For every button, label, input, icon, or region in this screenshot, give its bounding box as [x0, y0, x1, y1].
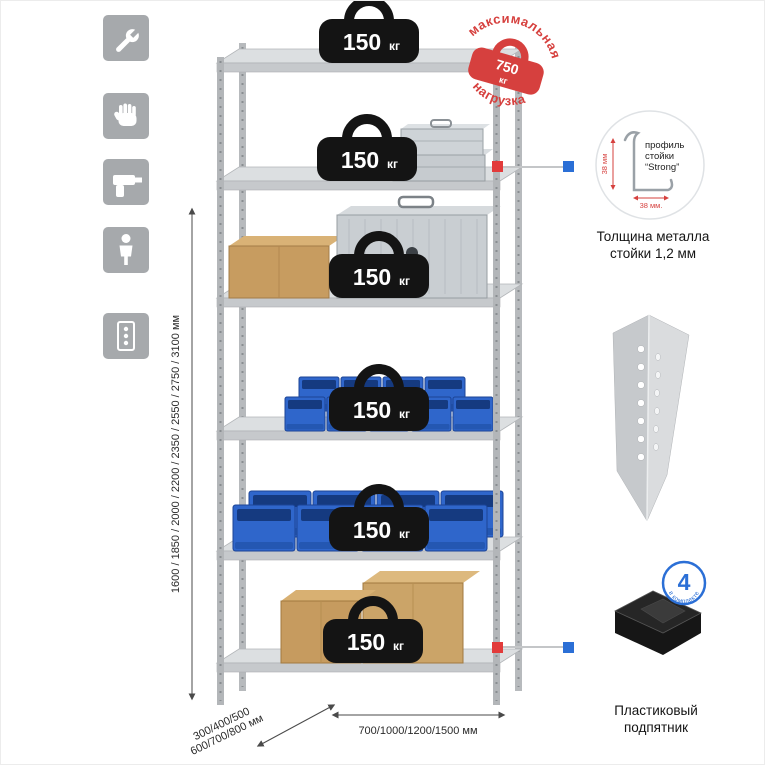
shelf-load-badge-1: 150 кг — [319, 1, 419, 63]
load-unit: кг — [389, 39, 400, 53]
rack-panel-icon — [103, 313, 149, 359]
profile-label-1: профиль — [645, 140, 684, 151]
load-unit: кг — [399, 527, 410, 541]
profile-label-3: “Strong” — [645, 162, 679, 173]
load-value: 150 — [353, 264, 391, 290]
corner-post-photo — [612, 314, 690, 522]
red-marker — [492, 642, 503, 653]
blue-marker — [563, 161, 574, 172]
drill-icon — [103, 159, 149, 205]
load-value: 150 — [353, 397, 391, 423]
height-dimension-label: 1600 / 1850 / 2000 / 2200 / 2350 / 2550 … — [170, 315, 182, 593]
shelf-load-badge-4: 150 кг — [329, 369, 429, 431]
stamp-load-value: 750 — [494, 56, 521, 78]
stamp-load-unit: кг — [498, 74, 509, 86]
wrench-icon — [103, 15, 149, 61]
blue-marker — [563, 642, 574, 653]
cardboard-box-small — [228, 236, 344, 299]
profile-dim-vertical: 38 мм — [600, 154, 609, 175]
red-marker — [492, 161, 503, 172]
load-value: 150 — [343, 29, 381, 55]
width-dimension-label: 700/1000/1200/1500 мм — [358, 725, 477, 737]
profile-dim-horizontal: 38 мм. — [640, 201, 663, 210]
shelf-load-badge-2: 150 кг — [317, 119, 417, 181]
profile-label-2: стойки — [645, 151, 674, 162]
person-icon — [103, 227, 149, 273]
plastic-foot-callout: 4 в комплекте Пластиковый подпятник — [614, 560, 707, 735]
foot-caption-1: Пластиковый — [614, 703, 698, 718]
foot-caption-2: подпятник — [624, 720, 688, 735]
load-unit: кг — [399, 274, 410, 288]
load-unit: кг — [387, 157, 398, 171]
kit-count-badge: 4 в комплекте — [661, 560, 707, 606]
load-value: 150 — [353, 517, 391, 543]
callout-connector-top — [492, 161, 574, 172]
callout-connector-bottom — [492, 642, 574, 653]
depth-dimension: 300/400/500 600/700/800 мм — [189, 704, 336, 758]
load-value: 150 — [347, 629, 385, 655]
load-value: 150 — [341, 147, 379, 173]
profile-drawing — [623, 131, 674, 192]
post-profile-callout: 38 мм 38 мм. профиль стойки “Strong” Тол… — [595, 110, 710, 261]
shelf-load-badge-6: 150 кг — [323, 601, 423, 663]
shelf-load-badge-5: 150 кг — [329, 489, 429, 551]
shelf-load-badge-3: 150 кг — [329, 236, 429, 298]
height-dimension: 1600 / 1850 / 2000 / 2200 / 2350 / 2550 … — [170, 207, 196, 701]
load-unit: кг — [393, 639, 404, 653]
load-unit: кг — [399, 407, 410, 421]
gloves-icon — [103, 93, 149, 139]
profile-caption-1: Толщина металла — [597, 229, 710, 244]
kit-count-value: 4 — [678, 569, 691, 595]
profile-caption-2: стойки 1,2 мм — [610, 246, 696, 261]
width-dimension: 700/1000/1200/1500 мм — [331, 711, 506, 737]
